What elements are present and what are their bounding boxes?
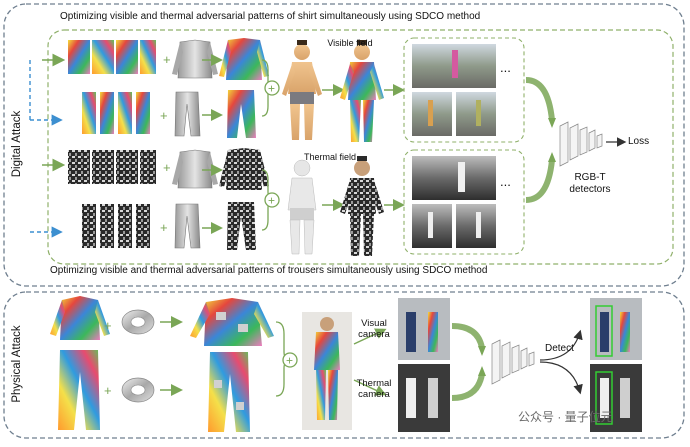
visible-shirt-textured [219, 38, 269, 80]
to-thermal-camera-arrow [353, 379, 387, 396]
arrow-head [478, 366, 486, 376]
physical-patched-pants [208, 352, 250, 432]
plus-sign: + [163, 52, 171, 67]
person-silhouette [620, 378, 630, 418]
combine-circle [264, 192, 280, 208]
thermal-trousers-textured [227, 202, 256, 250]
combine-plus: + [268, 82, 275, 96]
person-silhouette [620, 312, 630, 352]
visual-detection-result [590, 298, 642, 360]
thermal-detection-result [590, 364, 642, 432]
thermal-shirt-textured [219, 148, 269, 190]
visible-dressed-avatar [340, 40, 384, 142]
visible-to-detector-arrow [525, 77, 555, 121]
digital-bottom-title: Optimizing visible and thermal adversari… [50, 265, 488, 276]
detect-visual-arrow [539, 329, 583, 361]
trousers-visible-input-arrow [29, 60, 60, 120]
arrow-head [548, 118, 556, 128]
person-silhouette [428, 378, 438, 418]
person-silhouette [600, 378, 609, 418]
thermal-field-label: Thermal field [304, 152, 356, 162]
thermal-scenes-ellipsis: ... [500, 174, 511, 189]
physical-person-photo [314, 317, 340, 420]
visible-avatar [282, 40, 322, 140]
thermal-scenes-frame [403, 149, 525, 255]
rgbt-detectors-label: RGB-T detectors [569, 172, 611, 195]
visual-camera-label: Visual camera [358, 318, 390, 340]
visible-shirt-pattern-pieces [68, 40, 156, 74]
sdco-optimization-frame [47, 29, 674, 265]
plus-sign: + [104, 383, 112, 398]
visible-scene-photos [412, 44, 496, 136]
plus-sign: + [163, 160, 171, 175]
thermal-avatar [287, 159, 317, 255]
person-silhouette [406, 312, 416, 352]
visual-capture-photo [398, 298, 450, 360]
visible-scenes-frame [403, 37, 525, 143]
combine-plus: + [286, 354, 293, 368]
physical-attack-frame [3, 291, 685, 439]
loss-label: Loss [628, 136, 650, 147]
detection-box [595, 305, 613, 357]
visual-to-detector-arrow [451, 323, 485, 349]
physical-attack-label: Physical Attack [11, 325, 23, 403]
gray-trousers-mesh [174, 91, 201, 137]
physical-detector-network [491, 339, 535, 385]
to-visual-camera-arrow [353, 328, 387, 345]
rgbt-detector-network [559, 121, 603, 167]
digital-attack-frame [3, 3, 685, 287]
physical-photo-background [302, 312, 352, 430]
physical-patched-shirt [190, 298, 274, 346]
thermal-scene-photos [412, 156, 496, 248]
plus-sign: + [160, 220, 168, 235]
combine-circle [282, 352, 298, 368]
digital-top-title: Optimizing visible and thermal adversari… [60, 11, 481, 22]
reflective-tape-roll [121, 377, 155, 403]
combine-plus: + [268, 194, 275, 208]
thermal-to-detector-arrow [525, 159, 555, 203]
arrow-head [548, 152, 556, 162]
detect-label: Detect [545, 343, 574, 354]
visible-trousers-textured [227, 90, 256, 138]
visible-scenes-ellipsis: ... [500, 60, 511, 75]
gray-trousers-mesh [174, 203, 201, 249]
physical-tiedye-shirt [50, 296, 110, 340]
person-silhouette [428, 312, 438, 352]
detect-thermal-arrow [539, 361, 583, 395]
visible-trousers-pattern-pieces [82, 92, 150, 134]
detection-box [595, 371, 613, 425]
physical-tiedye-pants [58, 350, 100, 430]
watermark: 公众号 · 量子位元 [518, 410, 613, 424]
thermal-dressed-avatar [340, 156, 384, 256]
thermal-capture-photo [398, 364, 450, 432]
thermal-camera-label: Thermal camera [356, 378, 392, 400]
thermal-trousers-pattern-pieces [82, 204, 150, 248]
combine-circle [264, 80, 280, 96]
visible-field-label: Visible field [327, 38, 372, 48]
person-silhouette [600, 312, 609, 352]
arrow-head [478, 346, 486, 356]
plus-sign: + [160, 108, 168, 123]
reflective-tape-roll [121, 309, 155, 335]
thermal-shirt-pattern-pieces [68, 150, 156, 184]
plus-sign: + [104, 318, 112, 333]
person-silhouette [406, 378, 416, 418]
thermal-to-detector-arrow [451, 373, 485, 401]
